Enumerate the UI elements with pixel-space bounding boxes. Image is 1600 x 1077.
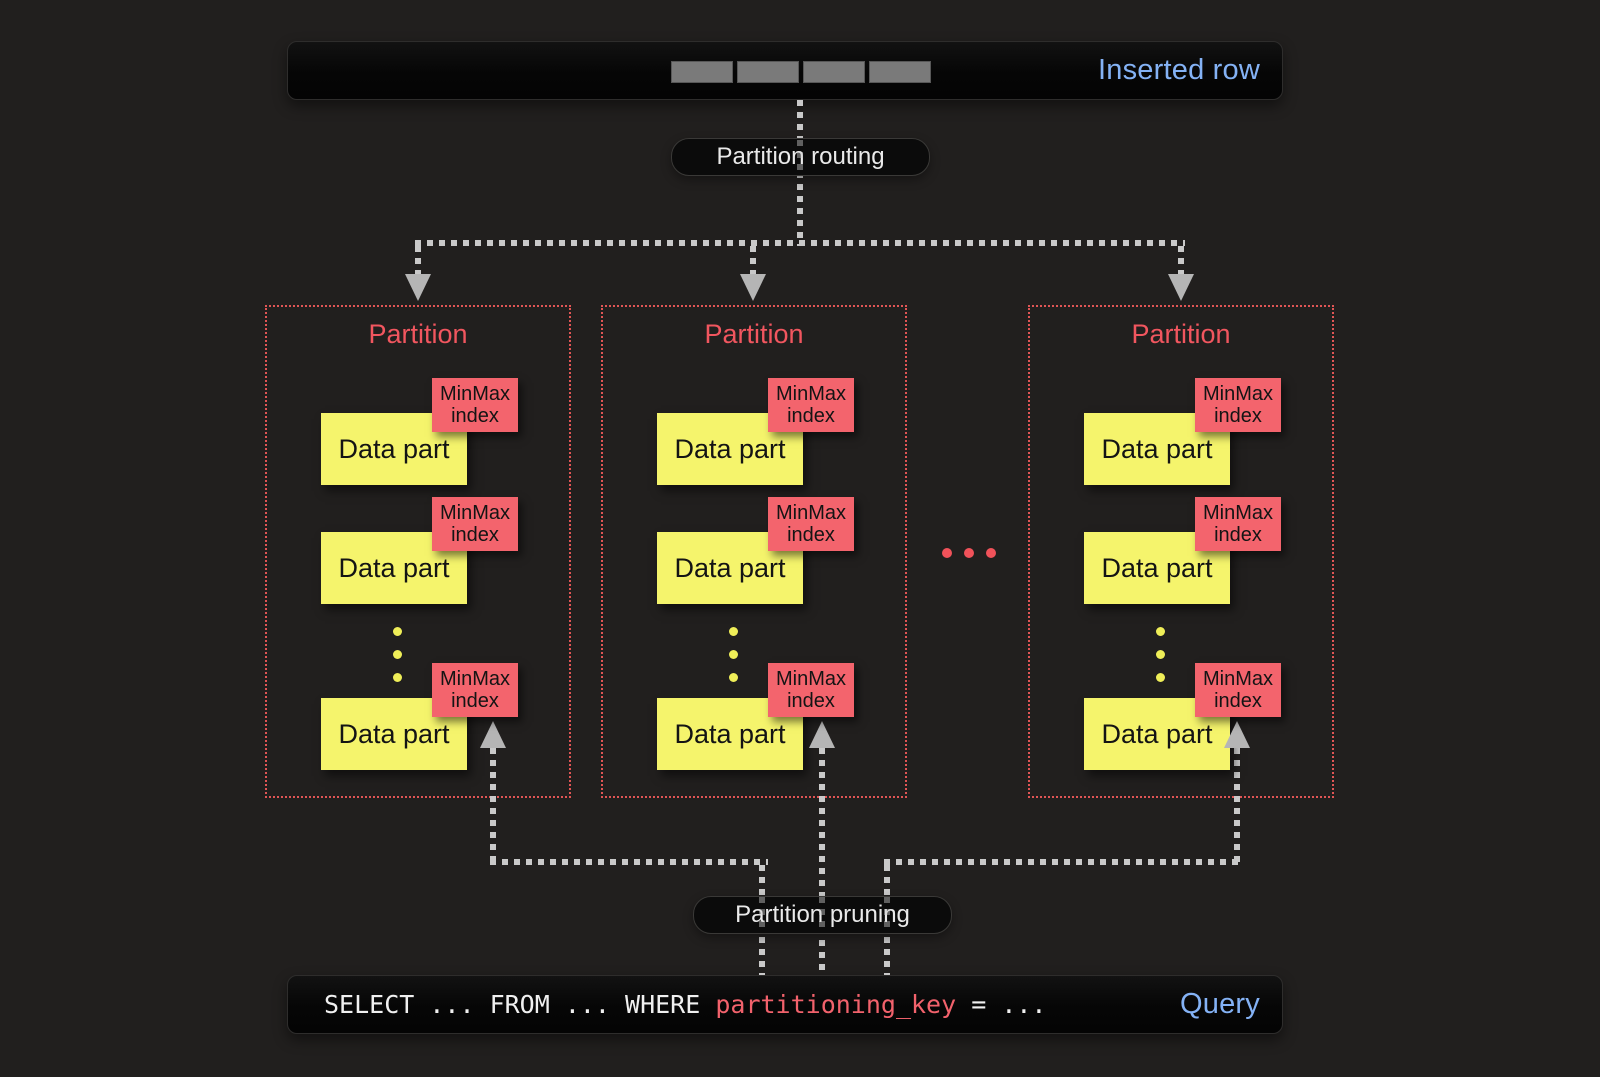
query-bar: SELECT ... FROM ... WHERE partitioning_k… [287,975,1283,1034]
routing-line-overlay [797,140,803,174]
pruning-line-overlay [819,897,825,933]
pruning-line-overlay [884,897,890,933]
routing-stem-middle [750,246,756,274]
pruning-stem-middle [819,748,825,975]
arrow-up-icon [809,721,835,748]
row-cell [671,61,733,83]
minmax-index-box: MinMax index [768,663,854,717]
data-part-box: Data part [657,698,803,770]
more-parts-ellipsis [393,627,402,682]
pruning-line-overlay [759,897,765,933]
pruning-line-horizontal-left [490,859,768,865]
row-cell [869,61,931,83]
inserted-row-cells [671,61,931,83]
pruning-stem-right-up [1234,748,1240,862]
data-part-box: Data part [1084,532,1230,604]
query-suffix: = ... [956,990,1047,1019]
arrow-down-icon [1168,274,1194,301]
partition-title: Partition [1131,319,1231,349]
arrow-up-icon [1224,721,1250,748]
minmax-index-box: MinMax index [432,497,518,551]
minmax-index-box: MinMax index [432,378,518,432]
pruning-stem-left-up [490,748,496,862]
arrow-down-icon [405,274,431,301]
partition-box: Partition MinMax index Data part MinMax … [265,305,571,798]
routing-line-horizontal [415,240,1185,246]
partition-title: Partition [704,319,804,349]
query-prefix: SELECT ... FROM ... WHERE [324,990,716,1019]
arrow-up-icon [480,721,506,748]
partition-box: Partition MinMax index Data part MinMax … [601,305,907,798]
partition-routing-tag: Partition routing [671,138,930,176]
minmax-index-box: MinMax index [768,378,854,432]
query-statement: SELECT ... FROM ... WHERE partitioning_k… [288,990,1046,1019]
partition-title: Partition [368,319,468,349]
minmax-index-box: MinMax index [768,497,854,551]
minmax-index-box: MinMax index [432,663,518,717]
partitions-ellipsis [942,548,996,558]
row-cell [803,61,865,83]
more-parts-ellipsis [729,627,738,682]
routing-stem-right [1178,246,1184,274]
row-cell [737,61,799,83]
minmax-index-box: MinMax index [1195,663,1281,717]
minmax-index-box: MinMax index [1195,497,1281,551]
partition-pruning-tag: Partition pruning [693,896,952,934]
routing-stem-left [415,246,421,274]
query-label: Query [1180,988,1260,1020]
arrow-down-icon [740,274,766,301]
data-part-box: Data part [657,532,803,604]
inserted-row-label: Inserted row [1098,54,1260,86]
partition-box: Partition MinMax index Data part MinMax … [1028,305,1334,798]
inserted-row-bar: Inserted row [287,41,1283,100]
more-parts-ellipsis [1156,627,1165,682]
minmax-index-box: MinMax index [1195,378,1281,432]
pruning-line-horizontal-right [884,859,1240,865]
query-partitioning-key: partitioning_key [715,990,957,1019]
